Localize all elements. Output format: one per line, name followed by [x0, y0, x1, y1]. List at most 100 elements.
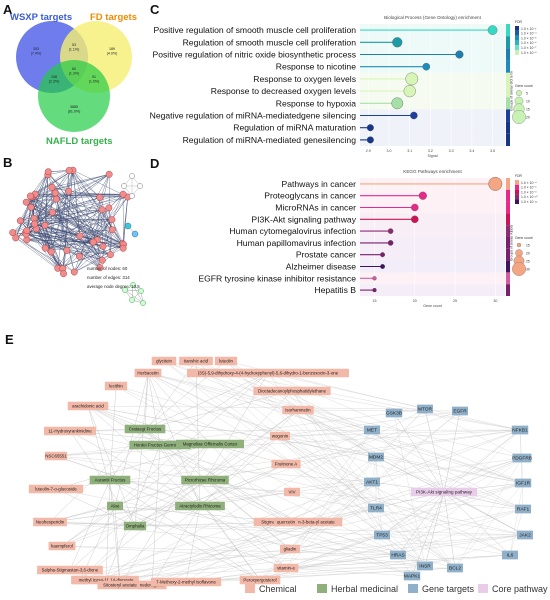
network-edge: [375, 408, 426, 458]
chemical-node: gliadin: [279, 544, 301, 554]
group-strip: [506, 248, 510, 261]
ppi-edge: [30, 195, 58, 269]
chemical-node-box: [187, 368, 349, 378]
network-edge: [147, 372, 161, 446]
gene-node-label: EGFR: [453, 409, 467, 415]
size-legend-title: Gene count: [515, 236, 533, 240]
venn-circle-nafld: [38, 60, 110, 132]
ppi-edge: [62, 207, 110, 269]
group-strip: [506, 133, 510, 146]
network-edge: [159, 444, 261, 581]
network-edge: [151, 444, 161, 586]
ppi-edge: [97, 197, 101, 240]
venn-region-count: 3885: [70, 105, 78, 109]
size-legend-label: 20: [526, 251, 530, 255]
chemical-node-label: NSC65551: [45, 454, 67, 459]
chemical-node-box: [279, 544, 301, 554]
x-tick-label: 25: [453, 299, 457, 303]
colorbar-label: 1.0 × 10⁻³: [521, 27, 537, 31]
gene-node: MAPK1: [403, 571, 420, 581]
network-edge: [285, 534, 383, 569]
term-label: Response to oxygen levels: [253, 74, 356, 84]
row-band: [360, 109, 505, 122]
chemical-node: luteolin-7-o-glucoside: [28, 484, 84, 494]
chemical-node: Sitosteryl acetate: [97, 580, 143, 590]
ppi-edge: [47, 174, 113, 230]
ppi-node: [41, 221, 49, 229]
group-strip: [506, 60, 510, 73]
network-edge: [381, 534, 426, 567]
panel-label-c: C: [150, 2, 160, 17]
network-edge: [285, 429, 373, 465]
chemical-node-box: [284, 487, 300, 497]
network-edge: [297, 409, 524, 484]
network-edge: [55, 443, 211, 490]
ppi-edge: [51, 174, 110, 188]
network-edge: [393, 412, 445, 493]
venn-region-percent: (1.3%): [69, 72, 80, 76]
x-tick-label: 3.3: [449, 149, 454, 153]
herb-node-label: Picrorhizae Rhizoma: [185, 478, 226, 483]
group-strip: [506, 85, 510, 98]
herb-node: Picrorhizae Rhizoma: [181, 475, 229, 485]
venn-region-percent: (1.9%): [89, 80, 100, 84]
side-group-label: Groups of similar GO term: [510, 71, 514, 111]
group-strip: [506, 213, 510, 226]
gene-node-label: AKT1: [366, 480, 378, 486]
network-edge: [291, 390, 521, 431]
group-strip: [506, 284, 510, 296]
legend-swatch-gene: [408, 584, 418, 593]
lollipop-dot: [422, 62, 431, 71]
ppi-node: [98, 256, 106, 264]
ppi-node: [52, 195, 60, 203]
chemical-node-label: Sitosteryl acetate: [103, 583, 137, 588]
herb-node-label: Hordei Fructus Germinatus: [134, 443, 188, 448]
gene-node-label: HRAS: [391, 553, 404, 559]
chemical-node-label: VIV: [288, 490, 295, 495]
chemical-node-box: [37, 565, 103, 575]
ppi-node: [131, 230, 139, 238]
chemical-node-box: [179, 356, 213, 366]
network-edge: [509, 508, 524, 556]
gene-node: MTOR: [417, 404, 433, 414]
term-label: Alzheimer disease: [286, 262, 356, 272]
network-edge: [195, 360, 383, 536]
gene-node-box: [511, 425, 529, 435]
network-edge: [443, 491, 456, 569]
ppi-edge: [26, 239, 94, 243]
network-edge: [199, 409, 299, 507]
chemical-node-label: wogonin: [272, 434, 289, 439]
network-edge: [454, 482, 524, 569]
chemical-node-label: glycitein: [156, 359, 172, 364]
group-strip: [506, 121, 510, 134]
ppi-edge: [31, 196, 103, 210]
row-band: [360, 85, 505, 98]
chemical-node-label: Peroxyergosterol: [243, 578, 276, 583]
network-edge: [279, 410, 461, 437]
ppi-edge: [55, 192, 68, 251]
venn-region-percent: (7.4%): [31, 52, 42, 56]
gene-node: IGF1R: [514, 478, 532, 488]
network-edge: [375, 507, 383, 536]
ppi-node: [105, 170, 113, 178]
ppi-node: [16, 217, 24, 225]
network-edge: [147, 372, 511, 556]
lollipop-dot: [410, 111, 418, 120]
chemical-node: VIV: [284, 487, 300, 497]
network-edge: [297, 409, 526, 536]
gene-node: TP53: [374, 530, 390, 540]
ppi-edge: [68, 170, 100, 198]
network-edge: [147, 372, 211, 445]
size-legend-label: 10: [526, 99, 530, 103]
gene-node-label: IGF1R: [516, 481, 531, 487]
gene-node: AKT1: [364, 477, 380, 487]
legend-swatch-core: [478, 584, 488, 593]
ppi-node: [26, 192, 34, 200]
network-edge: [185, 505, 201, 583]
ppi-edge: [47, 174, 69, 192]
chemical-node-box: [150, 577, 222, 587]
gene-node-box: [385, 408, 403, 418]
ppi-edge: [30, 196, 124, 245]
gene-node-box: [515, 504, 531, 514]
